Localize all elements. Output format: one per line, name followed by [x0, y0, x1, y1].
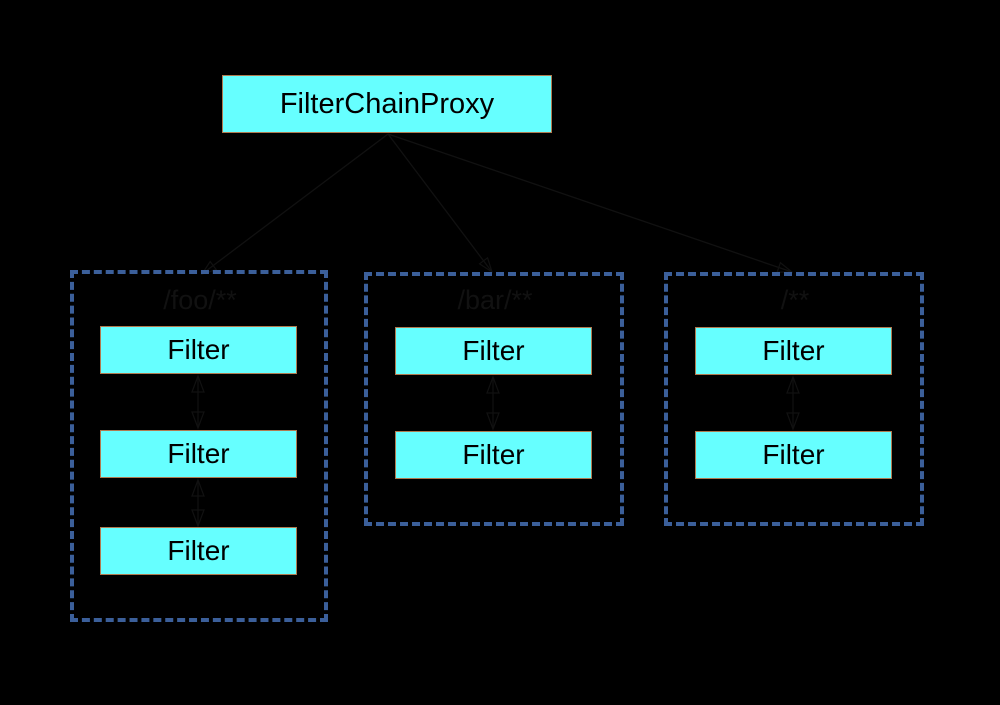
chain-pattern-root: /**	[780, 285, 810, 315]
double-arrow-foo-1	[191, 374, 205, 430]
filter-box: Filter	[395, 327, 592, 375]
chain-group-bar	[364, 272, 624, 526]
filter-label: Filter	[462, 439, 525, 470]
chain-group-foo	[70, 270, 328, 622]
chain-pattern-foo: /foo/**	[163, 285, 237, 315]
filter-label: Filter	[762, 335, 825, 366]
double-arrow-bar-1	[486, 375, 500, 431]
chain-pattern-bar: /bar/**	[457, 285, 533, 315]
filter-label: Filter	[167, 535, 230, 566]
double-arrow-root-1	[786, 375, 800, 431]
filter-chain-proxy-label: FilterChainProxy	[279, 87, 495, 120]
filter-label: Filter	[462, 335, 525, 366]
chain-group-root	[664, 272, 924, 526]
filter-box: Filter	[395, 431, 592, 479]
arrow-to-bar-chain	[387, 133, 492, 272]
filter-box: Filter	[695, 431, 892, 479]
arrow-to-root-chain	[387, 133, 792, 272]
filter-label: Filter	[762, 439, 825, 470]
filter-label: Filter	[167, 334, 230, 365]
filter-box: Filter	[100, 430, 297, 478]
filter-box: Filter	[695, 327, 892, 375]
double-arrow-foo-2	[191, 478, 205, 528]
arrow-to-foo-chain	[202, 133, 389, 274]
filter-box: Filter	[100, 527, 297, 575]
filter-label: Filter	[167, 438, 230, 469]
filter-chain-proxy-box: FilterChainProxy	[222, 75, 552, 133]
filter-box: Filter	[100, 326, 297, 374]
